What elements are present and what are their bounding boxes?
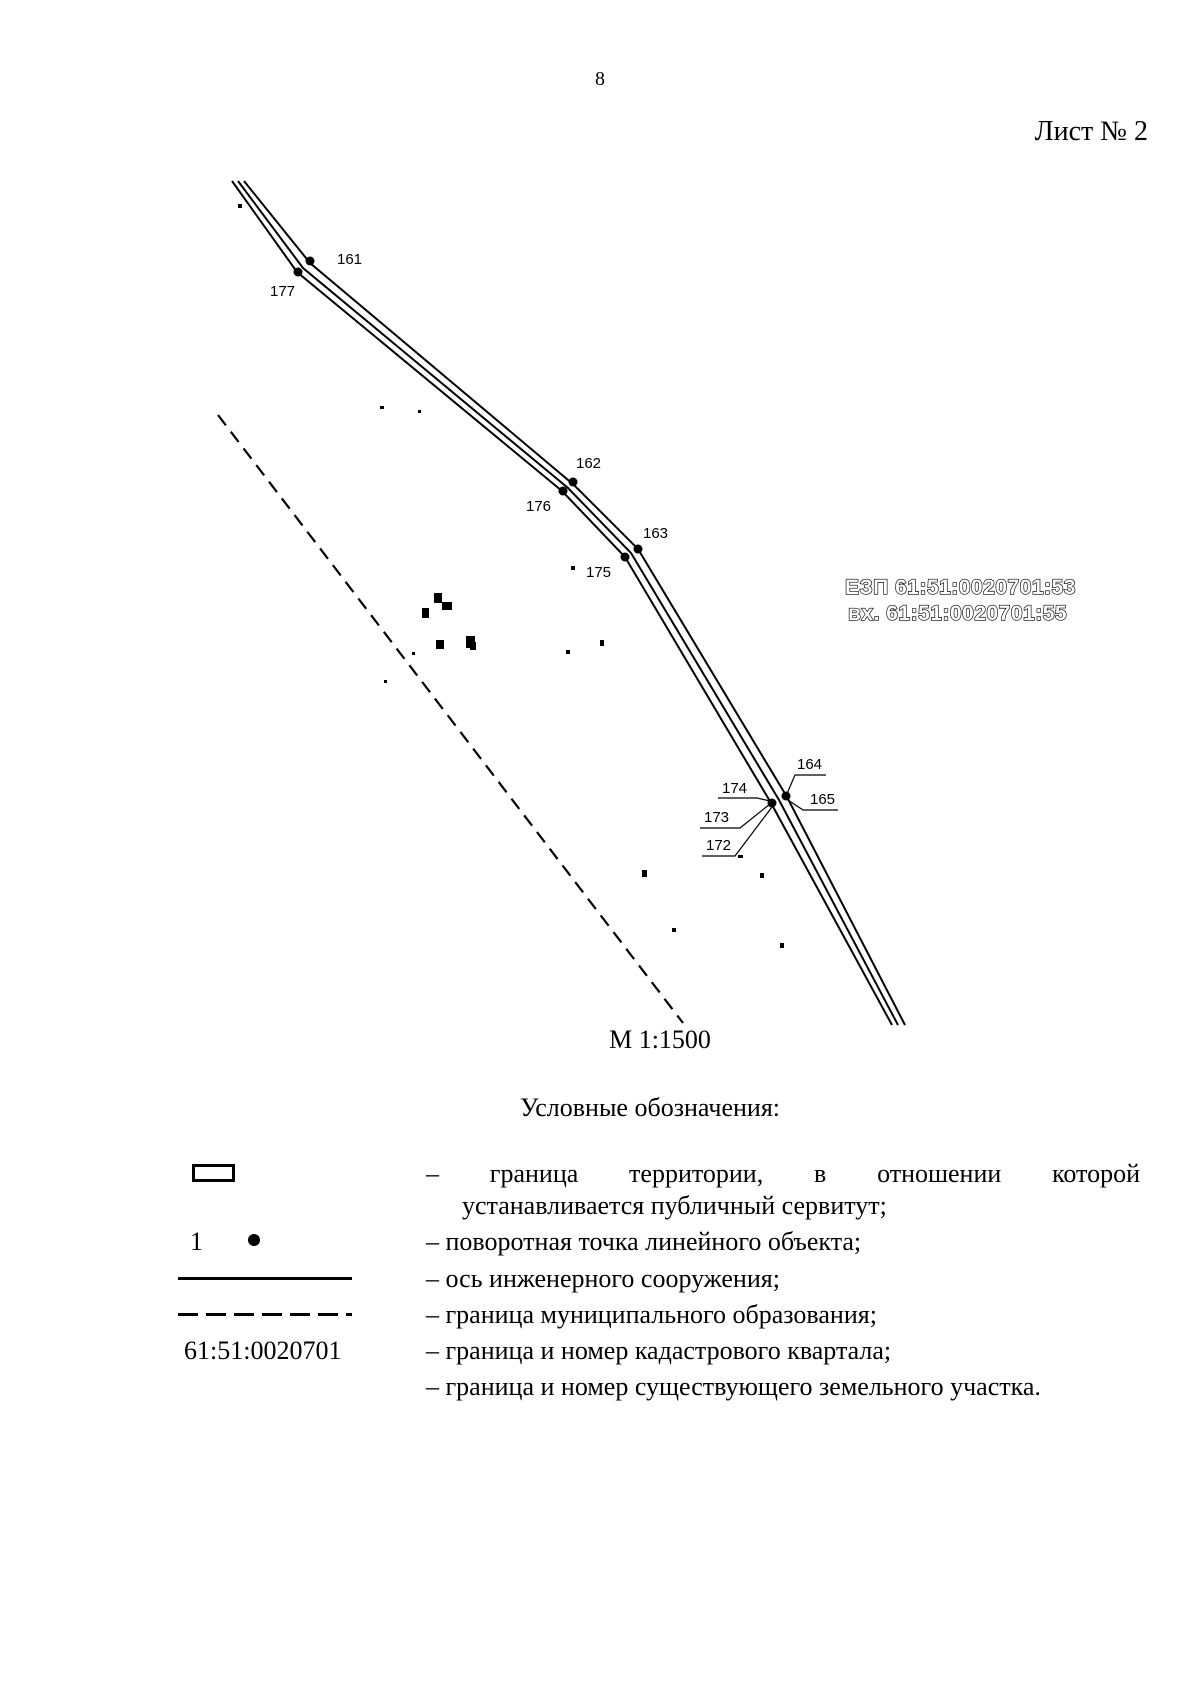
- legend-text: – граница муниципального образования;: [426, 1300, 877, 1329]
- point-label-177: 177: [270, 283, 295, 300]
- point-162: [568, 477, 578, 487]
- leader-165: [787, 799, 838, 811]
- legend-text-continued: устанавливается публичный сервитут;: [462, 1191, 887, 1220]
- legend-text: – ось инженерного сооружения;: [426, 1264, 780, 1293]
- legend-symbol-solid-line: [170, 1263, 370, 1295]
- engineering-axis-line: [237, 180, 899, 1026]
- legend-title-text: Условные обозначения:: [519, 1093, 781, 1122]
- point-label-165: 165: [810, 791, 835, 808]
- legend-symbol-point: 1: [170, 1226, 370, 1258]
- leader-173: [700, 803, 771, 829]
- legend-symbol-dashed-line: [170, 1299, 370, 1331]
- point-dot-icon: [248, 1234, 260, 1246]
- point-174: [767, 798, 777, 808]
- legend-title: Условные обозначения:: [0, 1093, 1200, 1123]
- point-label-176: 176: [526, 498, 551, 515]
- page-number: 8: [595, 68, 605, 90]
- leader-174: [718, 797, 771, 802]
- point-175: [620, 552, 630, 562]
- point-163: [633, 544, 643, 554]
- legend-text: – граница и номер существующего земельно…: [426, 1372, 1041, 1401]
- dashed-line-icon: [178, 1313, 352, 1316]
- point-number-sample: 1: [190, 1227, 203, 1256]
- point-label-161: 161: [337, 251, 362, 268]
- legend-text: – граница территории, в отношении которо…: [426, 1159, 1140, 1188]
- sheet-label: Лист № 2: [1034, 116, 1148, 147]
- parcel-label-vh: вх. 61:51:0020701:55: [848, 602, 1067, 625]
- map-scale: М 1:1500: [0, 1025, 1200, 1055]
- legend-text: – поворотная точка линейного объекта;: [426, 1227, 862, 1256]
- leader-164: [785, 774, 826, 797]
- point-161: [305, 256, 315, 266]
- legend-text: – граница и номер кадастрового квартала;: [426, 1336, 892, 1365]
- point-label-163: 163: [643, 525, 668, 542]
- legend-symbol-cadastral-number: 61:51:0020701: [170, 1335, 370, 1367]
- point-label-174: 174: [722, 780, 747, 797]
- point-176: [558, 486, 568, 496]
- point-label-164: 164: [797, 756, 822, 773]
- point-label-173: 173: [704, 809, 729, 826]
- cadastral-number-sample: 61:51:0020701: [184, 1336, 342, 1365]
- municipal-boundary-line: [217, 414, 684, 1024]
- rectangle-icon: [192, 1164, 235, 1182]
- servitude-boundary-left: [231, 180, 893, 1026]
- point-label-172: 172: [706, 837, 731, 854]
- point-label-175: 175: [586, 564, 611, 581]
- point-label-162: 162: [576, 455, 601, 472]
- servitude-boundary-right: [243, 180, 906, 1026]
- parcel-label-ezp: ЕЗП 61:51:0020701:53: [845, 576, 1076, 599]
- point-177: [293, 267, 303, 277]
- legend-symbol-rectangle: [170, 1158, 370, 1190]
- map-scatter-marks: [238, 204, 784, 948]
- map-scale-text: М 1:1500: [609, 1025, 711, 1054]
- solid-line-icon: [178, 1277, 352, 1280]
- leader-172: [702, 806, 773, 857]
